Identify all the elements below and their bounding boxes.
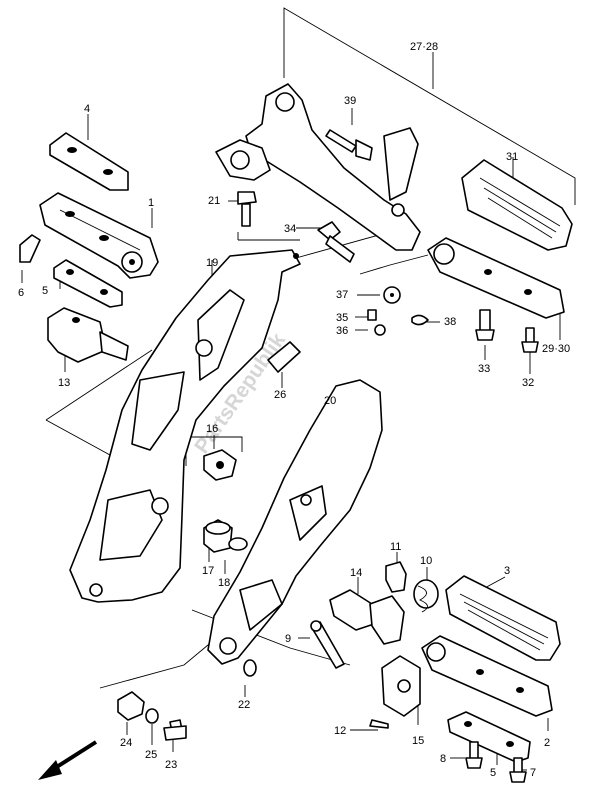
callout-13: 13 [58, 377, 70, 389]
callout-12: 12 [334, 725, 346, 737]
callout-35: 35 [336, 312, 348, 324]
callout-11: 11 [390, 541, 401, 553]
part-20-right-bracket [207, 379, 383, 665]
callout-31: 31 [506, 151, 518, 163]
parts-small-hardware-right [367, 286, 539, 353]
callout-10: 10 [420, 555, 432, 567]
callout-37: 37 [336, 289, 348, 301]
callout-labels: 4 1 6 5 13 21 19 34 27·28 39 31 37 35 36… [18, 41, 570, 779]
callout-6: 6 [18, 287, 24, 299]
part-27-28-footrest-bracket [215, 83, 421, 251]
callout-23: 23 [165, 759, 177, 771]
part-13-rubber-pin [47, 307, 129, 363]
callout-5-upper: 5 [42, 285, 48, 297]
callout-20: 20 [324, 395, 336, 407]
callout-38: 38 [444, 316, 456, 328]
parts-pins-springs [310, 561, 439, 669]
callout-27-28: 27·28 [410, 41, 438, 53]
callout-29-30: 29·30 [542, 343, 570, 355]
callout-3: 3 [504, 565, 510, 577]
callout-18: 18 [218, 577, 230, 589]
part-21-bolt [237, 191, 257, 227]
callout-32: 32 [522, 377, 534, 389]
callout-9: 9 [285, 633, 291, 645]
parts-lower-plate-screws [447, 711, 531, 783]
part-29-30-right-footrest [427, 237, 565, 319]
callout-15: 15 [412, 735, 424, 747]
callout-21: 21 [208, 195, 220, 207]
callout-36: 36 [336, 325, 348, 337]
part-3-rubber [445, 575, 561, 661]
callout-14: 14 [350, 567, 362, 579]
callout-16: 16 [206, 423, 218, 435]
callout-17: 17 [202, 565, 214, 577]
part-39-bolt [325, 129, 373, 161]
parts-spacers [117, 449, 257, 741]
part-2-footrest [421, 635, 553, 717]
callout-4: 4 [84, 103, 90, 115]
part-19-left-bracket [69, 249, 301, 603]
part-6-pin [19, 234, 41, 263]
part-26-label [267, 341, 301, 373]
callout-39: 39 [344, 95, 356, 107]
part-1-left-footrest [39, 192, 159, 279]
callout-8: 8 [440, 753, 446, 765]
part-31-rubber [461, 159, 573, 251]
part-34-bolt [317, 221, 355, 263]
callout-25: 25 [145, 749, 157, 761]
part-12-cotter-pin [369, 719, 389, 729]
callout-26: 26 [274, 389, 286, 401]
front-arrow-icon [38, 740, 98, 780]
callout-7: 7 [530, 767, 536, 779]
part-4-plate [49, 132, 129, 191]
callout-19: 19 [206, 257, 218, 269]
callout-5-lower: 5 [490, 767, 496, 779]
callout-2: 2 [544, 737, 550, 749]
callout-33: 33 [478, 363, 490, 375]
callout-22: 22 [238, 699, 250, 711]
callout-34: 34 [284, 223, 296, 235]
part-15-clamp [381, 655, 421, 717]
callout-24: 24 [120, 737, 132, 749]
callout-1: 1 [148, 197, 154, 209]
part-5-plate-upper [53, 259, 123, 308]
